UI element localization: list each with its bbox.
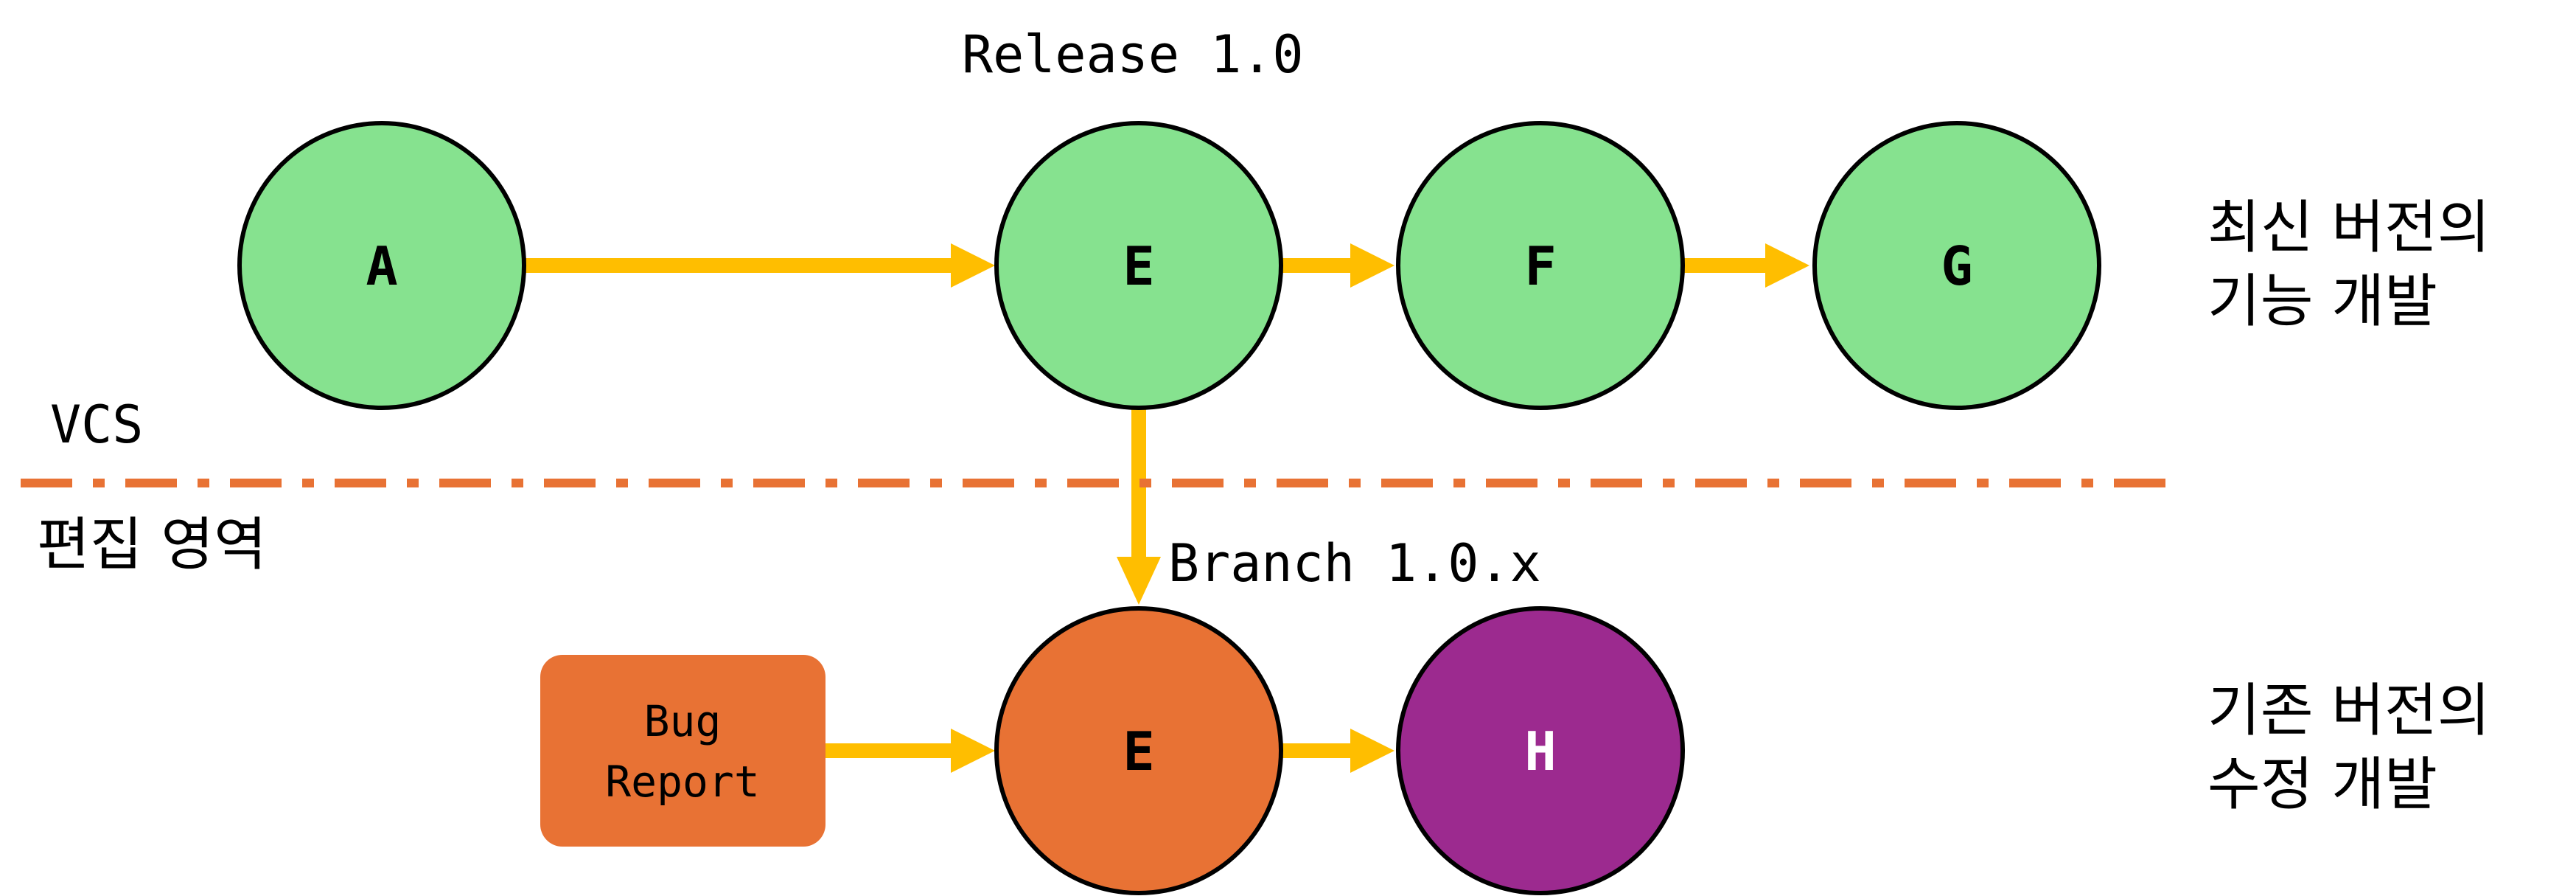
node-e-bottom: E	[994, 606, 1283, 895]
arrowhead-f-to-g	[1765, 243, 1809, 288]
bottom-desc-line2: 수정 개발	[2207, 751, 2437, 818]
top-desc-line1: 최신 버전의	[2207, 195, 2491, 261]
node-f: F	[1396, 121, 1685, 410]
node-a: A	[237, 121, 526, 410]
branch-label: Branch 1.0.x	[1168, 533, 1541, 594]
arrowhead-e-to-f	[1350, 243, 1395, 288]
release-label: Release 1.0	[962, 24, 1304, 85]
node-e-top-label: E	[1123, 235, 1154, 297]
node-g: G	[1812, 121, 2101, 410]
node-e-top: E	[994, 121, 1283, 410]
node-e-bottom-label: E	[1123, 720, 1154, 782]
arrowhead-a-to-e	[951, 243, 995, 288]
bug-report-box: Bug Report	[540, 655, 825, 847]
node-f-label: F	[1524, 235, 1556, 297]
arrowhead-e-branch-down	[1117, 557, 1161, 605]
node-g-label: G	[1941, 235, 1972, 297]
node-a-label: A	[366, 235, 397, 297]
arrows	[525, 243, 1809, 773]
bug-report-line2: Report	[605, 757, 760, 807]
vcs-label: VCS	[50, 395, 143, 455]
node-h: H	[1396, 606, 1685, 895]
top-desc-line2: 기능 개발	[2207, 268, 2437, 335]
bottom-desc-line1: 기존 버전의	[2207, 678, 2491, 744]
edit-area-label: 편집 영역	[37, 512, 267, 578]
arrowhead-e-to-h	[1350, 729, 1395, 773]
bug-report-line1: Bug	[644, 696, 722, 746]
arrowhead-bug-to-e	[951, 729, 995, 773]
node-h-label: H	[1524, 720, 1556, 782]
